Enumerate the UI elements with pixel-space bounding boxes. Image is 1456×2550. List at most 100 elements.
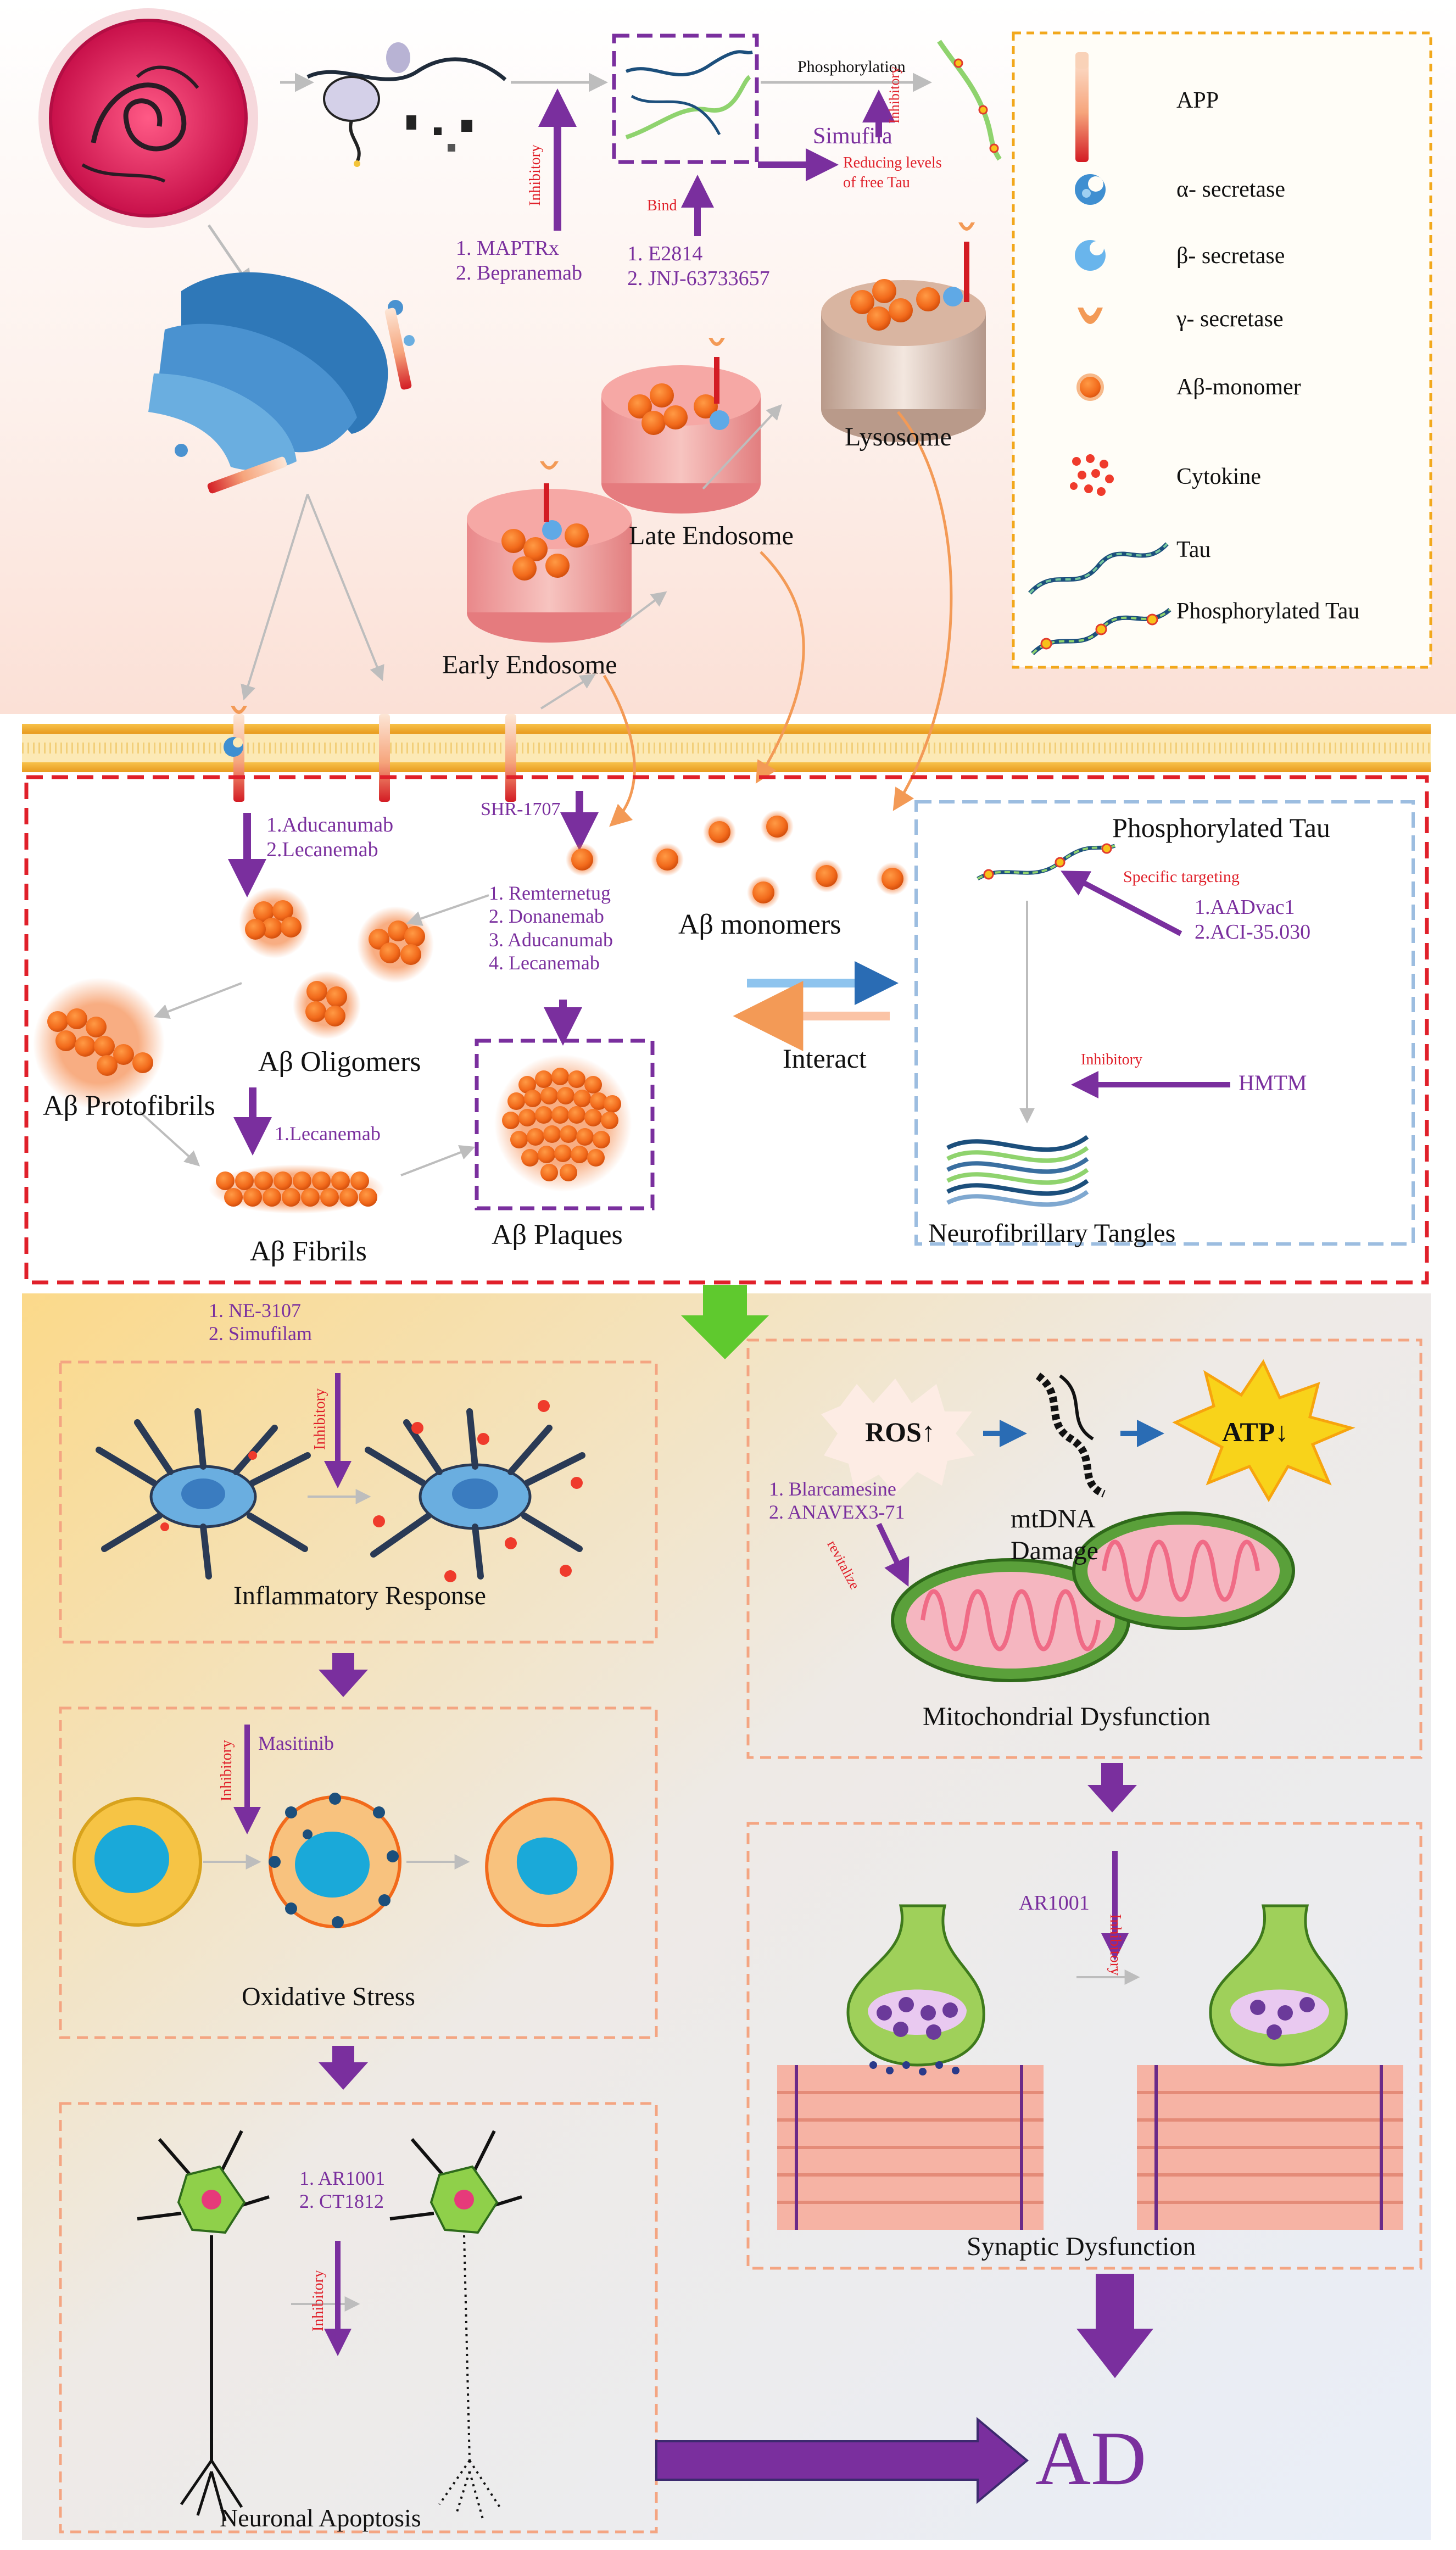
tau-drug-2: 2.ACI-35.030 xyxy=(1195,920,1311,944)
apoptosis-drug-2: 2. CT1812 xyxy=(299,2190,384,2213)
golgi-apparatus-icon xyxy=(148,272,415,471)
plaque-drug-1: 1. Remternetug xyxy=(489,882,611,904)
tangles-label: Neurofibrillary Tangles xyxy=(928,1219,1176,1248)
beta-secretase-icon xyxy=(1075,240,1106,271)
mapt-drug-1: 1. MAPTRx xyxy=(456,237,559,260)
legend-label-beta: β- secretase xyxy=(1176,243,1285,269)
reducing-label-1: Reducing levels xyxy=(843,154,942,171)
inflammation-drug-2: 2. Simufilam xyxy=(209,1323,312,1345)
healthy-neuron-icon xyxy=(137,2130,270,2521)
damaged-cell-icon xyxy=(485,1797,614,1928)
legend-label-ptau: Phosphorylated Tau xyxy=(1176,599,1360,624)
phosphorylated-tau-product-icon xyxy=(937,40,1002,161)
inflammation-inhibitory-label: Inhibitory xyxy=(311,1388,328,1450)
oxidative-inhibitory-label: Inhibitory xyxy=(218,1740,235,1801)
synapse-drug-label: AR1001 xyxy=(1019,1891,1090,1915)
shr-label: SHR-1707 xyxy=(481,799,561,819)
mtdna-label-2: Damage xyxy=(1011,1536,1098,1565)
oligomers-label: Aβ Oligomers xyxy=(258,1046,421,1078)
specific-targeting-label: Specific targeting xyxy=(1123,868,1240,886)
apoptotic-neuron-icon xyxy=(389,2130,522,2521)
ad-arrow xyxy=(655,2417,1029,2504)
synapse-inhibitory-label: Inhibitory xyxy=(1107,1914,1124,1976)
phosphorylation-label: Phosphorylation xyxy=(797,58,906,76)
synapse-title: Synaptic Dysfunction xyxy=(967,2232,1196,2261)
inflammation-drug-list: 1. NE-3107 2. Simufilam xyxy=(209,1299,312,1346)
amyloid-region-box xyxy=(24,775,1429,1285)
abeta-plaques xyxy=(494,1054,632,1192)
oxidative-title: Oxidative Stress xyxy=(242,1982,415,2011)
ad-label: AD xyxy=(1035,2416,1147,2501)
tau-drug-list: 1.AADvac1 2.ACI-35.030 xyxy=(1195,895,1310,945)
legend-label-cytokine: Cytokine xyxy=(1176,464,1261,489)
ros-label: ROS↑ xyxy=(865,1416,935,1447)
adu-drug-1: 1.Aducanumab xyxy=(266,813,394,836)
legend-label-gamma: γ- secretase xyxy=(1176,306,1284,332)
tau-panel-title: Phosphorylated Tau xyxy=(1112,812,1330,843)
apoptosis-drug-1: 1. AR1001 xyxy=(299,2167,386,2189)
plaque-drug-2: 2. Donanemab xyxy=(489,905,604,928)
legend-label-tau: Tau xyxy=(1176,537,1211,562)
cell-membrane xyxy=(22,724,1431,772)
apoptosis-title: Neuronal Apoptosis xyxy=(220,2504,421,2532)
tau-panel-phospho-icon xyxy=(977,843,1116,881)
app-bar-icon xyxy=(1075,52,1089,162)
oxidative-box xyxy=(59,1706,658,2039)
green-down-arrow xyxy=(681,1285,769,1359)
bind-label: Bind xyxy=(647,197,677,214)
fibril-drug-label: 1.Lecanemab xyxy=(275,1123,381,1145)
abeta-monomer-icon xyxy=(1076,373,1104,401)
gamma-secretase-icon xyxy=(1078,308,1103,324)
mtdna-label-1: mtDNA xyxy=(1011,1504,1096,1533)
monomers-label: Aβ monomers xyxy=(678,909,841,940)
plaques-target-box xyxy=(475,1039,655,1210)
lysosome-label: Lysosome xyxy=(845,422,952,451)
oxidative-drug-label: Masitinib xyxy=(258,1732,334,1754)
apoptosis-box xyxy=(59,2102,658,2534)
simufila-label: Simufila xyxy=(813,124,892,149)
synapse-box xyxy=(746,1822,1422,2270)
abeta-fibrils xyxy=(209,1164,384,1214)
hmtm-label: HMTM xyxy=(1239,1070,1307,1095)
inflammation-title: Inflammatory Response xyxy=(233,1581,486,1610)
tau-drug-1: 1.AADvac1 xyxy=(1195,896,1295,919)
apoptosis-drug-list: 1. AR1001 2. CT1812 xyxy=(299,2167,385,2213)
legend-label-app: APP xyxy=(1176,88,1219,113)
healthy-cell-icon xyxy=(72,1797,202,1927)
phosphorylated-tau-icon xyxy=(1031,607,1172,655)
legend-label-alpha: α- secretase xyxy=(1176,177,1286,202)
plaques-label: Aβ Plaques xyxy=(492,1219,623,1251)
inflammation-drug-1: 1. NE-3107 xyxy=(209,1299,301,1321)
fibrils-label: Aβ Fibrils xyxy=(250,1236,367,1267)
microglia-resting-icon xyxy=(96,1408,311,1580)
mito-title: Mitochondrial Dysfunction xyxy=(923,1702,1210,1731)
apoptosis-inhibitory-label: Inhibitory xyxy=(310,2270,327,2331)
inhibitory-label-mapt: Inhibitory xyxy=(527,144,544,206)
nucleus-cell xyxy=(38,8,258,228)
mito-drug-list: 1. Blarcamesine 2. ANAVEX3-71 xyxy=(769,1477,905,1524)
atp-label: ATP↓ xyxy=(1222,1416,1289,1447)
mitochondria-icon xyxy=(891,1511,1295,1682)
tau-strands-icon xyxy=(625,50,753,140)
ros-burst-icon xyxy=(821,1379,975,1494)
adu-drug-list: 1.Aducanumab 2.Lecanemab xyxy=(266,813,393,862)
bind-drug-1: 1. E2814 xyxy=(627,242,703,265)
mito-drug-2: 2. ANAVEX3-71 xyxy=(769,1501,905,1524)
early-endosome-icon xyxy=(467,461,632,643)
abeta-protofibrils xyxy=(33,978,165,1109)
abeta-monomers xyxy=(566,810,909,909)
legend-box xyxy=(1012,31,1432,669)
inhibitory-label-simufila: Inhibitory xyxy=(886,66,902,124)
ribosome-icon xyxy=(306,42,507,167)
late-endosome-icon xyxy=(601,338,761,514)
membrane-app-icons xyxy=(224,706,516,802)
synapse-before-icon xyxy=(777,1904,1044,2230)
plaque-drug-4: 4. Lecanemab xyxy=(489,952,600,974)
tau-target-box xyxy=(612,34,759,164)
bind-drug-list: 1. E2814 2. JNJ-63733657 xyxy=(627,242,770,291)
adu-drug-2: 2.Lecanemab xyxy=(266,838,378,861)
mapt-drug-2: 2. Bepranemab xyxy=(456,261,583,284)
early-endosome-label: Early Endosome xyxy=(442,650,617,679)
reducing-label-2: of free Tau xyxy=(843,174,910,191)
app-vesicle-icon xyxy=(207,308,412,494)
